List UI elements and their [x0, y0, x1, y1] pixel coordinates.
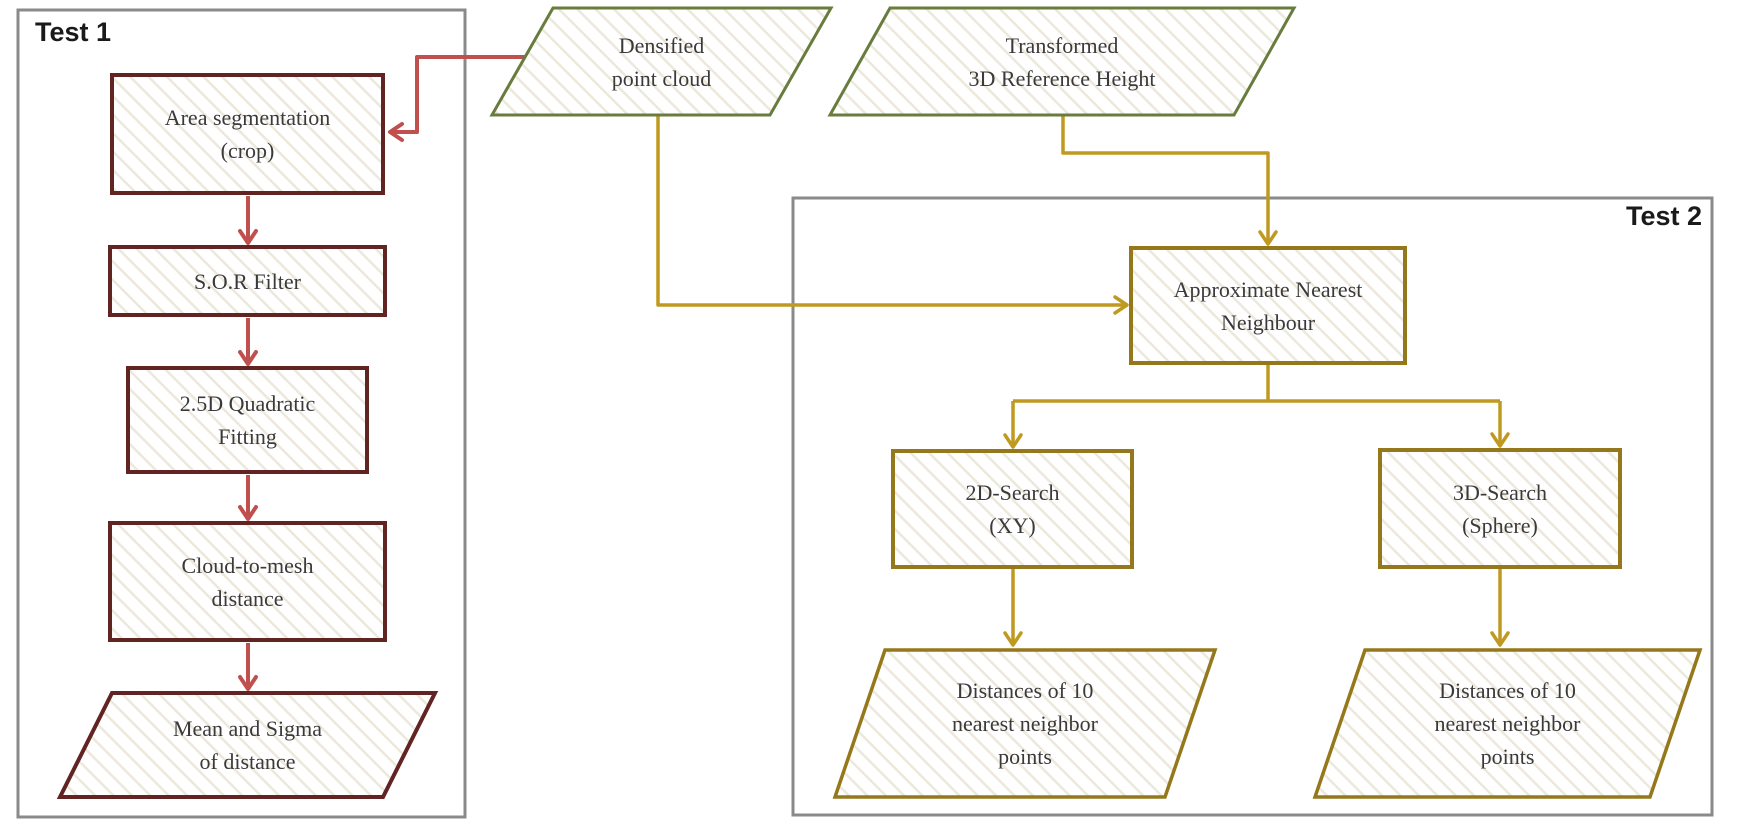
edge-densified-to-area-segmentation	[388, 55, 525, 142]
edge-densified-to-ann	[656, 116, 1129, 315]
test2-group-box	[791, 196, 1714, 817]
node-distances-2d-shape	[832, 648, 1218, 799]
node-transformed-ref-height-shape	[827, 6, 1297, 117]
node-approx-nearest-neighbour-shape	[1129, 246, 1407, 365]
edge-transformed-to-ann	[1061, 116, 1278, 246]
node-area-segmentation-shape	[110, 73, 385, 195]
node-2d-search-shape	[891, 449, 1134, 569]
test1-group-box	[16, 8, 467, 819]
node-3d-search-shape	[1378, 448, 1622, 569]
node-mean-sigma-shape	[56, 691, 439, 799]
node-densified-point-cloud-shape	[489, 6, 834, 117]
node-quadratic-fitting-shape	[126, 366, 369, 474]
node-cloud-to-mesh-shape	[108, 521, 387, 642]
node-sor-filter-shape	[108, 245, 387, 317]
node-distances-3d-shape	[1312, 648, 1703, 799]
